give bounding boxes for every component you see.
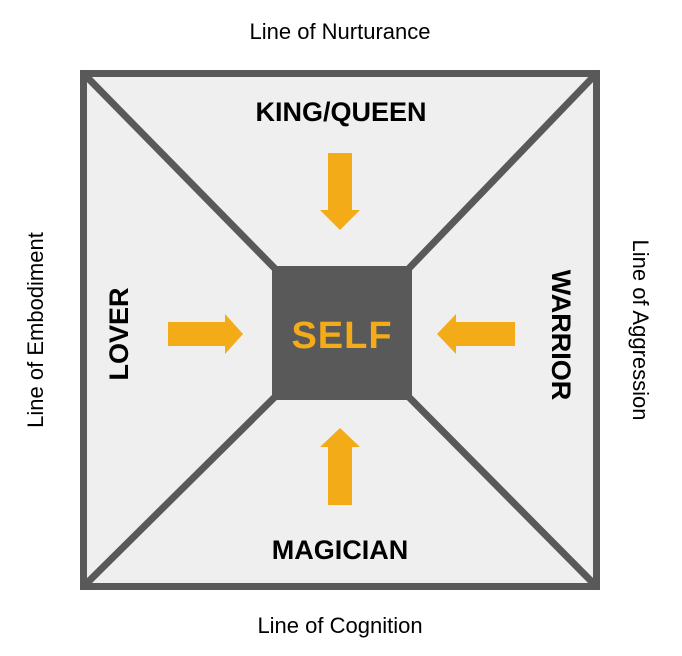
axis-label-bottom: Line of Cognition [257, 613, 422, 638]
diagonal-bottom-right [388, 376, 599, 589]
center-label: SELF [291, 315, 392, 357]
quadrant-label-bottom: MAGICIAN [272, 535, 409, 565]
arrow-right-icon [168, 314, 243, 354]
diagonal-top-left [81, 71, 296, 290]
quadrant-label-right: WARRIOR [546, 270, 576, 401]
diagonal-top-right [388, 71, 599, 290]
diagonal-bottom-left [81, 376, 296, 589]
self-square [272, 266, 412, 400]
quadrant-label-left: LOVER [104, 287, 134, 380]
arrow-left-icon [437, 314, 515, 354]
quadrant-label-top: KING/QUEEN [255, 97, 426, 127]
axis-label-left: Line of Embodiment [23, 232, 48, 428]
arrow-up-icon [320, 428, 360, 505]
axis-label-right: Line of Aggression [628, 239, 653, 420]
arrow-down-icon [320, 153, 360, 230]
axis-label-top: Line of Nurturance [250, 19, 431, 44]
